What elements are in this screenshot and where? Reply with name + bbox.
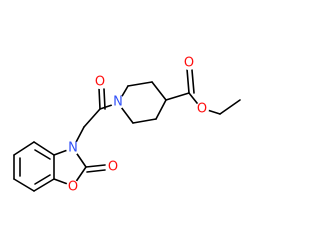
atom-symbol: N — [113, 95, 123, 110]
atom-symbol: O — [68, 180, 78, 195]
bond — [151, 81, 167, 101]
atom-symbol: O — [108, 160, 118, 175]
bond — [132, 118, 157, 124]
ring-ether-oxygen-atom: O — [66, 180, 80, 195]
atom-labels: O N O O N O O — [66, 56, 209, 195]
bond — [191, 69, 195, 94]
ester-carbonyl-oxygen-atom: O — [182, 56, 196, 71]
atom-symbol: O — [184, 56, 194, 71]
bond — [155, 99, 167, 120]
bond — [13, 141, 35, 156]
bond — [127, 81, 153, 87]
amide-oxygen-atom: O — [93, 75, 107, 90]
ring-carbonyl-oxygen-atom: O — [106, 160, 120, 175]
ester-ether-oxygen-atom: O — [195, 102, 209, 117]
bond — [98, 87, 101, 110]
bond — [13, 178, 35, 192]
bonds — [13, 68, 241, 192]
bond — [186, 68, 190, 94]
bond — [86, 169, 106, 173]
molecule-structure: O N O O N O O — [13, 56, 241, 195]
bond — [33, 178, 55, 192]
bond — [85, 164, 106, 168]
bond — [103, 88, 106, 110]
atom-symbol: N — [68, 141, 78, 156]
bond — [33, 141, 55, 156]
bond — [219, 99, 241, 115]
piperidine-nitrogen-atom: N — [111, 95, 125, 110]
atom-symbol: O — [197, 102, 207, 117]
bond — [34, 149, 51, 160]
bond — [165, 92, 190, 101]
bond — [34, 174, 51, 185]
benzoxazolone-nitrogen-atom: N — [66, 141, 80, 156]
bond — [83, 108, 101, 128]
atom-symbol: O — [95, 75, 105, 90]
